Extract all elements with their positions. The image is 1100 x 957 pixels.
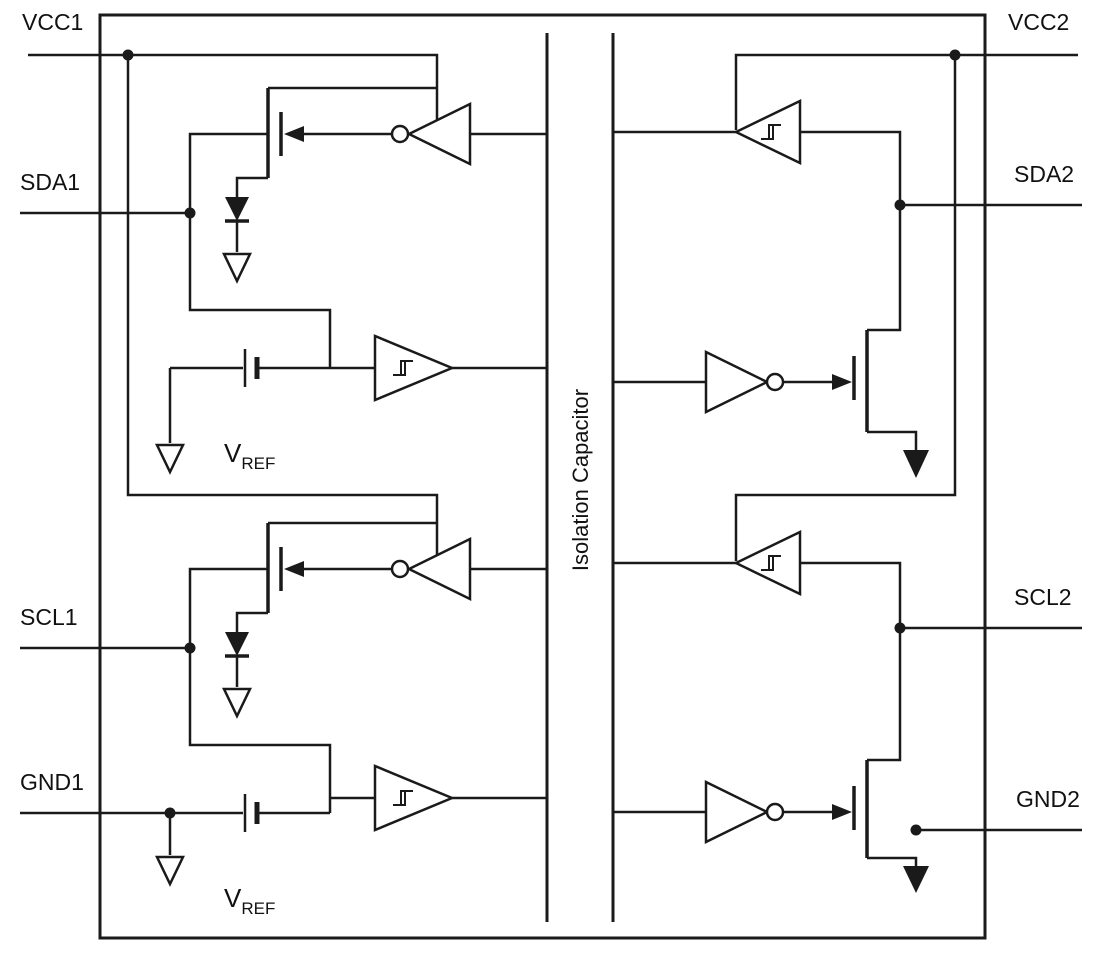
wire	[126, 55, 439, 555]
pin-label-gnd1: GND1	[20, 769, 84, 795]
junction-dot	[894, 199, 906, 211]
mosfet-scl2	[852, 760, 869, 858]
hysteresis-icon	[761, 555, 781, 571]
mosfet-scl1	[266, 523, 283, 613]
wire	[867, 430, 918, 450]
ground-symbol-vref1	[155, 443, 185, 475]
ground-symbol-gnd2	[903, 866, 929, 893]
gate-drive-arrow-sda1	[284, 126, 304, 142]
vref-battery-scl1	[243, 794, 260, 832]
pin-label-scl1: SCL1	[20, 604, 78, 630]
inverter-gate-sda1-rx	[390, 101, 472, 167]
diode-sda1	[225, 197, 249, 223]
ground-symbol-sda2	[903, 450, 929, 478]
inverter-bubble	[765, 802, 785, 822]
ground-symbol-sda1	[222, 252, 252, 284]
vref-label-scl1: VREF	[224, 883, 275, 918]
pin-label-gnd2: GND2	[1016, 786, 1080, 812]
inverter-gate-sda2-rx	[704, 349, 785, 415]
schmitt-buffer-sda2-tx	[733, 99, 802, 165]
wire	[235, 611, 268, 632]
gate-drive-arrow-scl2	[832, 804, 852, 820]
diode-scl1	[225, 632, 249, 658]
junction-dot	[122, 49, 134, 61]
wire	[28, 53, 439, 120]
junction-dot	[910, 824, 922, 836]
schmitt-buffer-scl1-tx	[373, 764, 456, 832]
isolation-capacitor-label: Isolation Capacitor	[568, 389, 593, 571]
inverter-bubble	[390, 124, 410, 144]
junction-dot	[184, 642, 196, 654]
pin-label-sda2: SDA2	[1014, 161, 1074, 187]
gate-drive-arrow-scl1	[284, 561, 304, 577]
pin-labels: VCC1 SDA1 SCL1 GND1 VCC2 SDA2 SCL2 GND2	[20, 9, 1080, 812]
junction-dot	[894, 622, 906, 634]
schmitt-buffer-sda1-tx	[373, 334, 456, 402]
hysteresis-icon	[761, 124, 781, 140]
side2-wires	[613, 53, 1082, 866]
vref-label-sda1: VREF	[224, 438, 275, 473]
schmitt-buffer-scl2-tx	[733, 530, 802, 596]
side1-wires	[20, 53, 547, 855]
inverter-bubble	[765, 372, 785, 392]
gate-drive-arrow-sda2	[832, 374, 852, 390]
inverter-gate-scl1-rx	[390, 536, 472, 602]
mosfet-sda2	[852, 330, 869, 432]
mosfet-sda1	[266, 88, 283, 178]
junction-dot	[184, 207, 196, 219]
inverter-gate-scl2-rx	[704, 779, 785, 845]
wire	[734, 53, 1078, 130]
vref-battery-sda1	[243, 349, 260, 387]
pin-label-vcc1: VCC1	[22, 9, 83, 35]
wire	[188, 567, 332, 813]
junction-dot	[164, 807, 176, 819]
pin-label-vcc2: VCC2	[1008, 9, 1069, 35]
wire	[800, 130, 902, 332]
package-outline	[98, 13, 987, 940]
ground-symbol-gnd1	[155, 855, 185, 887]
wire	[800, 561, 902, 762]
junction-dot	[949, 49, 961, 61]
hysteresis-icon	[393, 360, 413, 376]
pin-label-sda1: SDA1	[20, 169, 80, 195]
ground-symbol-scl1	[222, 687, 252, 719]
junction-dots	[122, 49, 961, 836]
pin-label-scl2: SCL2	[1014, 584, 1072, 610]
wire	[235, 176, 268, 197]
hysteresis-icon	[393, 790, 413, 806]
wire	[867, 856, 918, 866]
isolation-capacitor-barrier: Isolation Capacitor	[545, 33, 615, 922]
inverter-bubble	[390, 559, 410, 579]
wire	[188, 132, 332, 368]
wire	[734, 55, 957, 561]
